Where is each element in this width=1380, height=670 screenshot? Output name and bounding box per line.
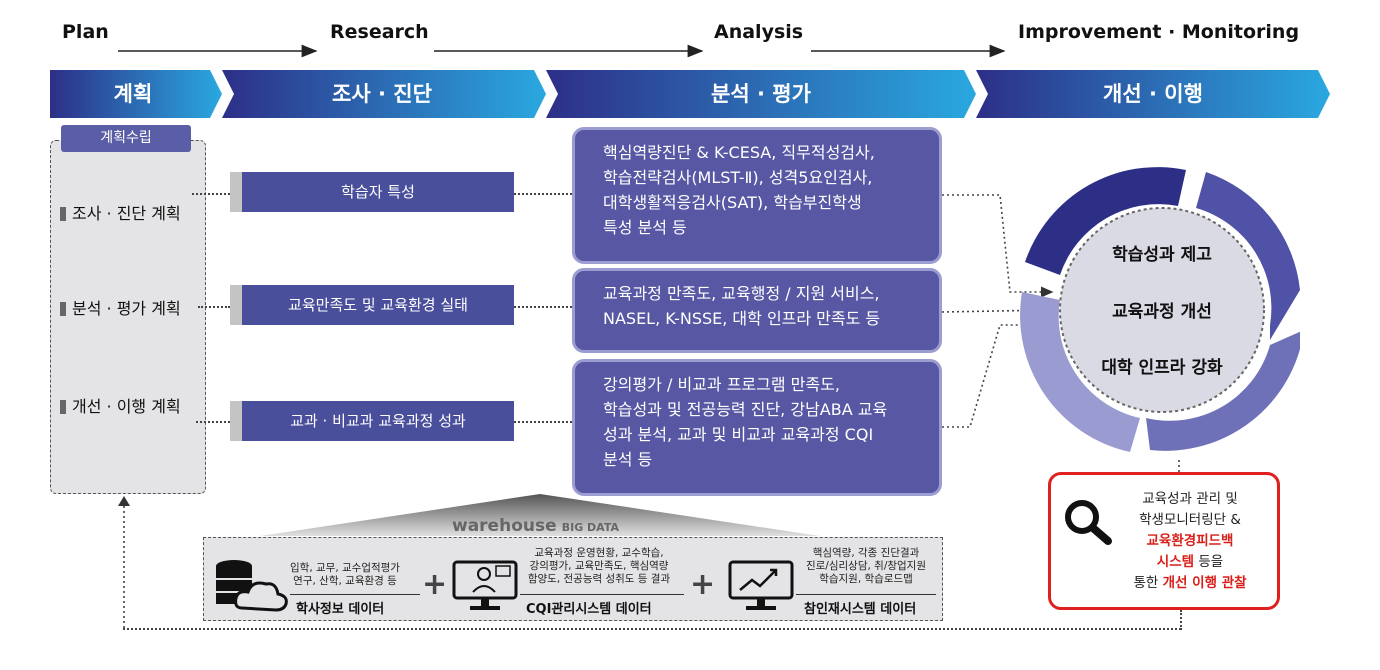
connector [196,421,230,423]
warehouse-funnel [260,494,820,536]
analysis-box-learner: 핵심역량진단 & K-CESA, 직무적성검사, 학습전략검사(MLST-Ⅱ),… [572,127,942,264]
research-item: 학습자 특성 [230,172,514,212]
divider [796,594,936,595]
analysis-line: 강의평가 / 비교과 프로그램 만족도, [603,375,840,394]
monitoring-text-part: 통한 [1133,575,1163,591]
feedback-arrow [118,496,130,628]
analysis-line: 학습전략검사(MLST-Ⅱ), 성격5요인검사, [603,168,873,187]
source-line: 입학, 교무, 교수업적평가 [290,562,400,574]
database-cloud-icon [216,560,288,612]
research-item-label: 학습자 특성 [242,172,514,212]
source-line: 학습지원, 학습로드맵 [819,573,913,585]
monitoring-line-highlight: 교육환경피드백 [1146,533,1234,549]
banner-analysis-label: 분석 · 평가 [711,82,811,106]
connector [192,193,230,195]
cycle-goal-1: 학습성과 제고 [1112,245,1212,265]
bullet-square-icon [60,400,66,414]
cycle-segment-bottom [1020,292,1140,452]
monitoring-text-part: 등을 [1194,554,1224,570]
source-line: 함양도, 전공능력 성취도 등 결과 [527,573,671,585]
source-line: 핵심역량, 각종 진단결과 [812,547,920,559]
connector [514,421,572,423]
cycle-segment-right-low [1146,331,1300,451]
plan-item-label: 개선 · 이행 계획 [72,397,181,416]
connector [514,193,572,195]
analysis-line: 핵심역량진단 & K-CESA, 직무적성검사, [603,143,875,162]
banner-plan-label: 계획 [113,82,153,106]
banner-research [222,70,546,118]
analysis-box-outcome: 강의평가 / 비교과 프로그램 만족도, 학습성과 및 전공능력 진단, 강남A… [572,359,942,496]
stage-improvement: Improvement · Monitoring [1018,21,1300,43]
warehouse-title: warehouse BIG DATA [452,516,619,536]
analysis-line: 교육과정 만족도, 교육행정 / 지원 서비스, [603,284,880,303]
plan-item-analysis: 분석 · 평가 계획 [60,298,181,320]
analysis-line: 대학생활적응검사(SAT), 학습부진학생 [603,193,862,212]
warehouse-title-sub: BIG DATA [561,521,620,534]
monitoring-line: 학생모니터링단 & [1139,512,1241,528]
source-3-desc: 핵심역량, 각종 진단결과 진로/심리상담, 취/창업지원 학습지원, 학습로드… [796,547,936,586]
bigdata-panel [203,537,943,621]
plan-item-label: 분석 · 평가 계획 [72,299,181,318]
research-item: 교육만족도 및 교육환경 실태 [230,285,514,325]
source-1-desc: 입학, 교무, 교수업적평가 연구, 산학, 교육환경 등 [280,562,410,588]
planning-title: 계획수립 [61,125,191,152]
source-line: 연구, 산학, 교육환경 등 [293,575,397,587]
cycle-goal-2: 교육과정 개선 [1112,302,1212,322]
analysis-line: 분석 등 [603,450,653,469]
connector [514,306,572,308]
cycle-segment-top [1025,167,1186,275]
magnifier-icon [1065,500,1112,545]
plan-item-label: 조사 · 진단 계획 [72,204,181,223]
analysis-line: 특성 분석 등 [603,218,687,237]
research-item-label: 교육만족도 및 교육환경 실태 [242,285,514,325]
improvement-cycle [941,167,1300,480]
feedback-connector [123,628,1181,630]
source-line: 강의평가, 교육만족도, 핵심역량 [529,560,669,572]
source-3-label: 참인재시스템 데이터 [804,602,917,617]
analysis-line: NASEL, K-NSSE, 대학 인프라 만족도 등 [603,309,881,328]
analysis-line: 학습성과 및 전공능력 진단, 강남ABA 교육 [603,400,888,419]
stage-research: Research [330,21,429,43]
divider [290,594,420,595]
monitoring-box [1048,472,1280,610]
banner-improvement-label: 개선 · 이행 [1103,82,1203,106]
monitoring-text: 교육성과 관리 및 학생모니터링단 & 교육환경피드백 시스템 등을 통한 개선… [1110,489,1270,594]
banner-plan [50,70,222,118]
plan-item-research: 조사 · 진단 계획 [60,203,181,225]
analysis-box-satisfaction: 교육과정 만족도, 교육행정 / 지원 서비스, NASEL, K-NSSE, … [572,268,942,353]
banner-analysis [546,70,976,118]
bullet-square-icon [60,207,66,221]
plus-icon: + [690,567,716,602]
stage-analysis: Analysis [714,21,804,43]
monitoring-highlight: 개선 이행 관찰 [1162,575,1247,591]
source-1-label: 학사정보 데이터 [296,602,385,617]
cycle-goal-3: 대학 인프라 강화 [1101,358,1223,378]
plan-item-improvement: 개선 · 이행 계획 [60,396,181,418]
monitor-chart-icon [728,560,794,610]
bullet-square-icon [60,302,66,316]
source-2-desc: 교육과정 운영현황, 교수학습, 강의평가, 교육만족도, 핵심역량 함양도, … [512,547,686,586]
stage-plan: Plan [62,21,109,43]
research-item: 교과 · 비교과 교육과정 성과 [230,401,514,441]
source-line: 진로/심리상담, 취/창업지원 [805,560,926,572]
cycle-segment-right [1196,172,1300,340]
monitor-person-icon [452,560,518,610]
planning-panel [50,140,206,494]
source-2-label: CQI관리시스템 데이터 [526,602,652,617]
stage-arrows [50,44,1330,118]
plus-icon: + [422,567,448,602]
research-item-label: 교과 · 비교과 교육과정 성과 [242,401,514,441]
warehouse-title-main: warehouse [452,516,557,536]
divider [520,594,684,595]
source-line: 교육과정 운영현황, 교수학습, [534,547,664,559]
feedback-connector [1180,610,1182,630]
connector [198,306,230,308]
analysis-line: 성과 분석, 교과 및 비교과 교육과정 CQI [603,425,874,444]
monitoring-highlight: 시스템 [1156,554,1195,570]
banner-improvement [976,70,1330,118]
banner-research-label: 조사 · 진단 [332,82,432,106]
monitoring-line: 교육성과 관리 및 [1142,491,1238,507]
